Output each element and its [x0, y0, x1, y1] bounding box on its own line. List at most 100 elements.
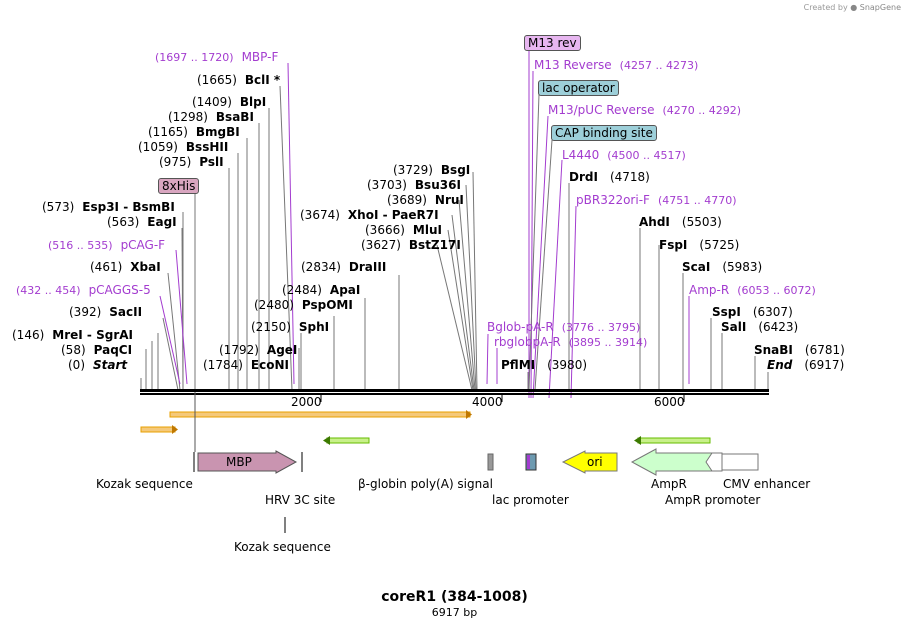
site-separator: -: [378, 208, 392, 222]
site-label: Bglob-pA-R(3776 .. 3795): [487, 320, 640, 335]
site-label: (3729) BsgI: [393, 163, 470, 177]
site-position: (975): [159, 155, 192, 169]
site-label: PflMI (3980): [501, 358, 587, 372]
site-position: (3729): [393, 163, 433, 177]
site-name: SnaBI: [754, 343, 793, 357]
site-position: (1298): [168, 110, 208, 124]
site-label: SalI(6423): [721, 320, 798, 334]
site-name: Bsu36I: [414, 178, 461, 192]
ori-feature: [561, 450, 618, 474]
site-name: L4440: [562, 148, 600, 162]
site-label: ScaI(5983): [682, 260, 762, 274]
site-position: (3627): [361, 238, 401, 252]
site-name: BlpI: [239, 95, 267, 109]
lac-promoter-feature: [525, 453, 537, 471]
site-name: rbglobpA-R: [494, 335, 561, 349]
site-name: BmgBI: [195, 125, 240, 139]
orf-green-1-arrowhead: [323, 436, 330, 445]
site-name: BsgI: [440, 163, 471, 177]
site-name: BstZ17I: [408, 238, 461, 252]
site-name: AhdI: [639, 215, 670, 229]
hrv-label: HRV 3C site: [265, 493, 336, 507]
site-position: (4257 .. 4273): [619, 59, 699, 72]
site-label: (1665)BclI *: [197, 73, 280, 87]
lac-promoter-primer: [527, 455, 530, 469]
site-label: FspI (5725): [659, 238, 739, 252]
ampr-promoter-label: AmpR promoter: [665, 493, 761, 507]
site-position: (6053 .. 6072): [737, 284, 816, 297]
ampr-feature: [630, 448, 713, 476]
site-position: (2484): [282, 283, 322, 297]
site-label: (3627) BstZ17I: [361, 238, 461, 252]
feature-box-connectors: [528, 93, 553, 391]
site-label: (392)SacII: [69, 305, 142, 319]
site-name: PslI: [199, 155, 224, 169]
orf-short-arrowhead: [172, 425, 178, 434]
ruler-label-6000: 6000: [654, 395, 685, 409]
site-position: (5503): [681, 215, 722, 229]
site-label: AhdI (5503): [639, 215, 722, 229]
site-name: pCAGGS-5: [88, 283, 151, 297]
site-name: SphI: [298, 320, 330, 334]
site-name-2: SgrAI: [96, 328, 133, 342]
site-label: (1059)BssHII: [138, 140, 228, 154]
site-name: Esp3I: [82, 200, 120, 214]
map-title: coreR1 (384-1008): [381, 589, 528, 605]
cmv-enhancer-label: CMV enhancer: [723, 477, 811, 491]
site-label: (3689)NruI: [387, 193, 464, 207]
site-label: (2150)SphI: [251, 320, 329, 334]
site-position: (573): [42, 200, 75, 214]
site-position: (3674): [300, 208, 340, 222]
site-position: (392): [69, 305, 102, 319]
site-position: (3776 .. 3795): [561, 321, 641, 334]
site-label: SspI(6307): [712, 305, 793, 319]
backbone-top-strand: [140, 389, 769, 392]
site-name: PflMI: [501, 358, 536, 372]
site-name: ScaI: [682, 260, 711, 274]
kozak-2-label: Kozak sequence: [234, 540, 331, 554]
site-name: MBP-F: [241, 50, 279, 64]
site-position: (3980): [547, 358, 588, 372]
site-name-2: PaeR7I: [391, 208, 439, 222]
site-position: (2834): [301, 260, 341, 274]
site-label: (432 .. 454) pCAGGS-5: [16, 283, 159, 298]
site-position: (58): [61, 343, 86, 357]
orf-green-1: [326, 437, 370, 444]
site-position: (1409): [192, 95, 232, 109]
site-label: SnaBI (6781): [754, 343, 845, 357]
site-position: (3703): [367, 178, 407, 192]
site-label: M13/pUC Reverse(4270 .. 4292): [548, 103, 741, 118]
feature-box-cap-binding-site: CAP binding site: [551, 125, 657, 141]
feature-box-lac-operator: lac operator: [538, 80, 619, 96]
site-label: DrdI(4718): [569, 170, 650, 184]
orf-short: [140, 426, 176, 433]
site-position: (5725): [699, 238, 740, 252]
site-label: (975) PslI: [159, 155, 224, 169]
orf-green-2-arrowhead: [634, 436, 641, 445]
ruler-label-4000: 4000: [472, 395, 503, 409]
beta-globin-label: β-globin poly(A) signal: [358, 477, 493, 491]
site-position: (461): [90, 260, 123, 274]
site-name: MluI: [412, 223, 442, 237]
site-label: (2480)PspOMI: [254, 298, 353, 312]
site-position: (432 .. 454): [16, 284, 81, 297]
site-name: FspI: [659, 238, 688, 252]
site-label: (3666) MluI: [365, 223, 442, 237]
site-name: PspOMI: [301, 298, 353, 312]
site-position: (1697 .. 1720): [155, 51, 234, 64]
site-label: Amp-R(6053 .. 6072): [689, 283, 816, 298]
site-position: (146): [12, 328, 45, 342]
site-name: XbaI: [130, 260, 161, 274]
site-name: DrdI: [569, 170, 598, 184]
site-name-2: BsmBI: [132, 200, 175, 214]
site-label: (1165)BmgBI: [148, 125, 240, 139]
site-position: (563): [107, 215, 140, 229]
site-position: (6781): [804, 343, 845, 357]
site-label: (1298)BsaBI: [168, 110, 254, 124]
site-position: (3666): [365, 223, 405, 237]
site-position: (4270 .. 4292): [662, 104, 742, 117]
site-name: EagI: [147, 215, 177, 229]
site-label: L4440(4500 .. 4517): [562, 148, 686, 163]
site-label: (3703) Bsu36I: [367, 178, 461, 192]
